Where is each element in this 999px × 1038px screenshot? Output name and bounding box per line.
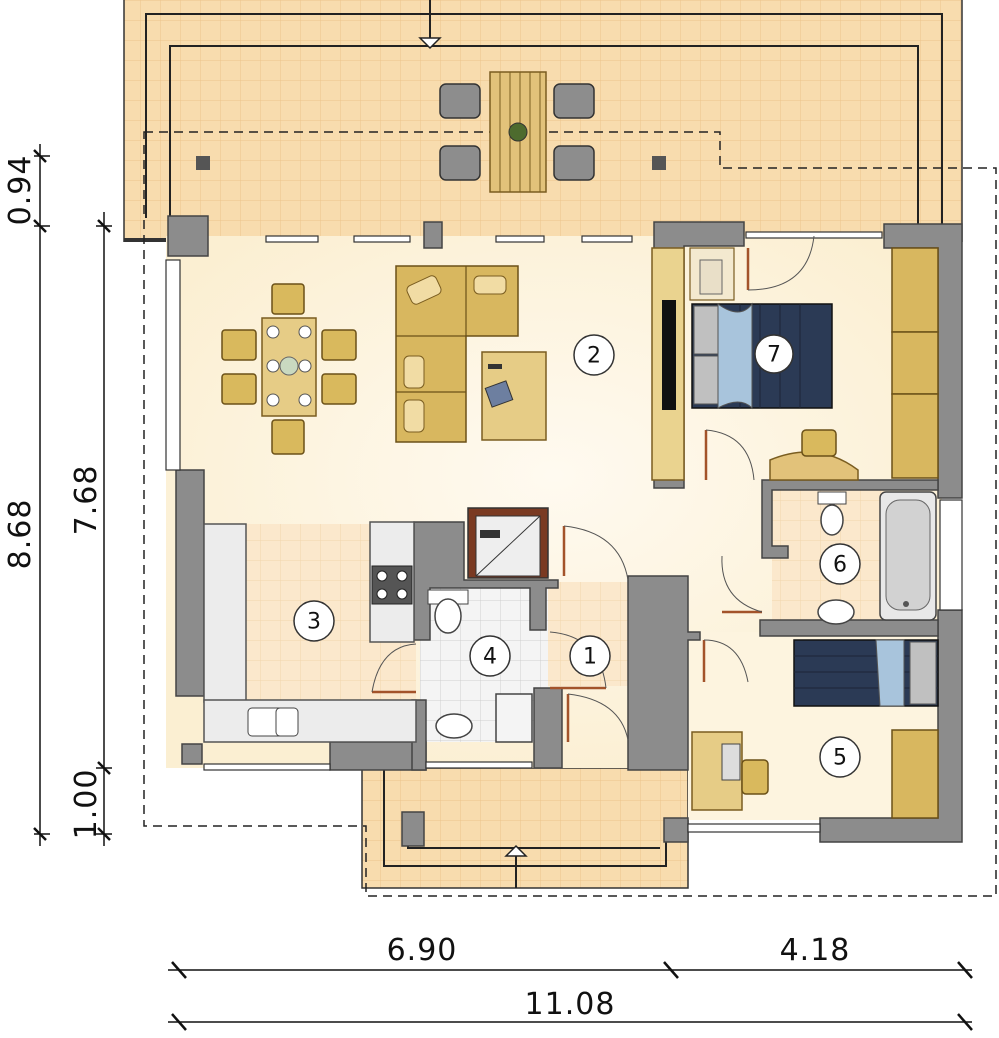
room-number-4: 4 xyxy=(469,635,511,677)
door-arcs xyxy=(371,235,815,741)
dimension-8-68: 8.68 xyxy=(3,499,38,570)
svg-text:1: 1 xyxy=(583,645,597,670)
svg-text:7: 7 xyxy=(767,343,781,368)
bathroom-6-fixtures xyxy=(817,491,937,625)
tv-cabinet xyxy=(651,247,685,481)
dimension-ticks xyxy=(33,149,973,1031)
room-number-6: 6 xyxy=(819,543,861,585)
windows xyxy=(165,231,963,833)
bedroom-5-furniture xyxy=(691,639,939,811)
dimension-11-08: 11.08 xyxy=(525,987,616,1022)
room-number-3: 3 xyxy=(293,600,335,642)
dimension-4-18: 4.18 xyxy=(780,933,851,968)
kitchen-counter xyxy=(203,521,417,743)
svg-text:6: 6 xyxy=(833,553,847,578)
room-number-1: 1 xyxy=(569,635,611,677)
room-number-7: 7 xyxy=(754,334,794,374)
dimension-1-00: 1.00 xyxy=(69,769,104,840)
dimension-lines xyxy=(34,144,972,1023)
svg-text:4: 4 xyxy=(483,645,497,670)
coffee-table xyxy=(481,351,547,441)
dining-table xyxy=(221,283,357,455)
fridge xyxy=(467,507,549,579)
room-number-2: 2 xyxy=(573,334,615,376)
bathroom-4-fixtures xyxy=(427,589,533,743)
terrace-dining-set xyxy=(439,71,595,193)
svg-text:3: 3 xyxy=(307,610,321,635)
wardrobe-right xyxy=(891,247,939,819)
dimension-6-90: 6.90 xyxy=(387,933,458,968)
room-number-5: 5 xyxy=(819,736,861,778)
svg-text:5: 5 xyxy=(833,746,847,771)
dimension-0-94: 0.94 xyxy=(3,155,38,226)
roof-outline xyxy=(143,131,997,897)
door-swings xyxy=(372,248,762,742)
corner-sofa xyxy=(395,265,519,443)
svg-text:2: 2 xyxy=(587,344,601,369)
dimension-7-68: 7.68 xyxy=(69,465,104,536)
